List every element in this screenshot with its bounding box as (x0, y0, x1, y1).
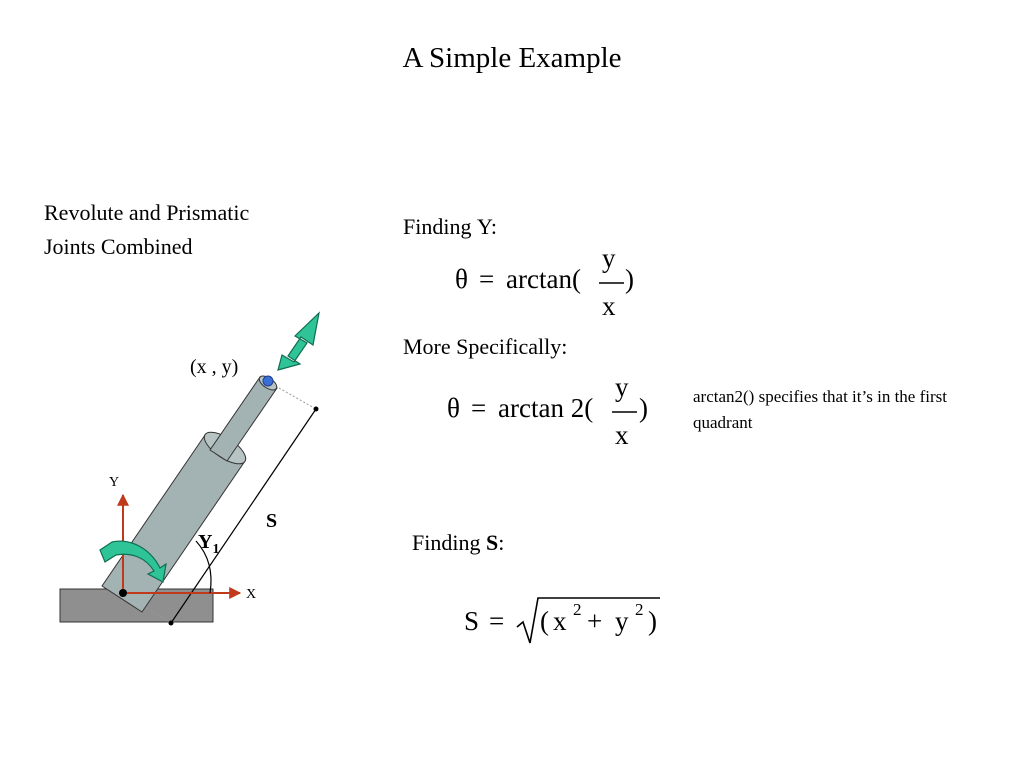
y-axis-label: Y (109, 475, 119, 490)
finding-s-heading: Finding S: (412, 530, 504, 556)
eq2-lhs: θ (447, 393, 460, 423)
finding-theta-heading: Finding Υ: (403, 214, 497, 240)
radical-sign (516, 597, 660, 644)
angle-label: Υ1 (198, 531, 219, 557)
finding-s-prefix: Finding (412, 530, 486, 555)
eq2-numerator: y (615, 372, 629, 402)
finding-theta-colon: : (490, 214, 497, 239)
slide-title: A Simple Example (402, 42, 622, 74)
eq2-denominator: x (615, 420, 629, 450)
point-label: (x , y) (190, 356, 238, 378)
s-dimension-line (170, 408, 317, 624)
finding-s-colon: : (498, 530, 505, 555)
eq3-lhs: S (464, 606, 480, 636)
arctan2-note: arctan2() specifies that it’s in the fir… (693, 387, 947, 432)
eq1-close: ) (625, 264, 634, 294)
eq3-plus: + (587, 606, 603, 636)
revolute-rotation-arrow (99, 540, 167, 583)
eq3-x: x (553, 606, 567, 636)
eq3-close: ) (648, 606, 657, 636)
eq1-numerator: y (602, 243, 616, 273)
eq2-func: arctan 2( (498, 393, 594, 423)
eq3-equals: = (489, 606, 505, 636)
s-extension-top (271, 383, 317, 410)
end-point-marker (262, 375, 274, 387)
s-end-dot-top (313, 406, 319, 412)
angle-subscript: 1 (212, 542, 219, 557)
eq1-lhs: θ (455, 264, 468, 294)
eq2-equals: = (471, 393, 487, 423)
eq2-close: ) (639, 393, 648, 423)
slide-subtitle: Revolute and Prismatic Joints Combined (44, 200, 250, 259)
angle-arc (195, 540, 212, 594)
prismatic-motion-arrow (277, 311, 320, 371)
piston-rod (209, 376, 278, 462)
eq1-func: arctan( (506, 264, 581, 294)
more-specifically-label: More Specifically (403, 334, 562, 359)
eq3-open: ( (540, 606, 549, 636)
more-specifically-colon: : (561, 334, 568, 359)
finding-theta-prefix: Finding (403, 214, 477, 239)
s-label: S (266, 510, 277, 532)
angle-symbol: Υ (198, 531, 213, 553)
finding-theta-symbol: Υ (476, 214, 491, 239)
eq1-equals: = (479, 264, 495, 294)
finding-s-symbol: S (485, 530, 499, 555)
eq3-y: y (615, 606, 629, 636)
more-specifically-heading: More Specifically: (403, 334, 567, 360)
eq3-y-exponent: 2 (635, 600, 644, 619)
eq3-x-exponent: 2 (573, 600, 582, 619)
x-axis-label: X (246, 587, 256, 602)
origin-dot (119, 589, 127, 597)
eq1-denominator: x (602, 291, 616, 321)
s-end-dot-bottom (168, 620, 174, 626)
